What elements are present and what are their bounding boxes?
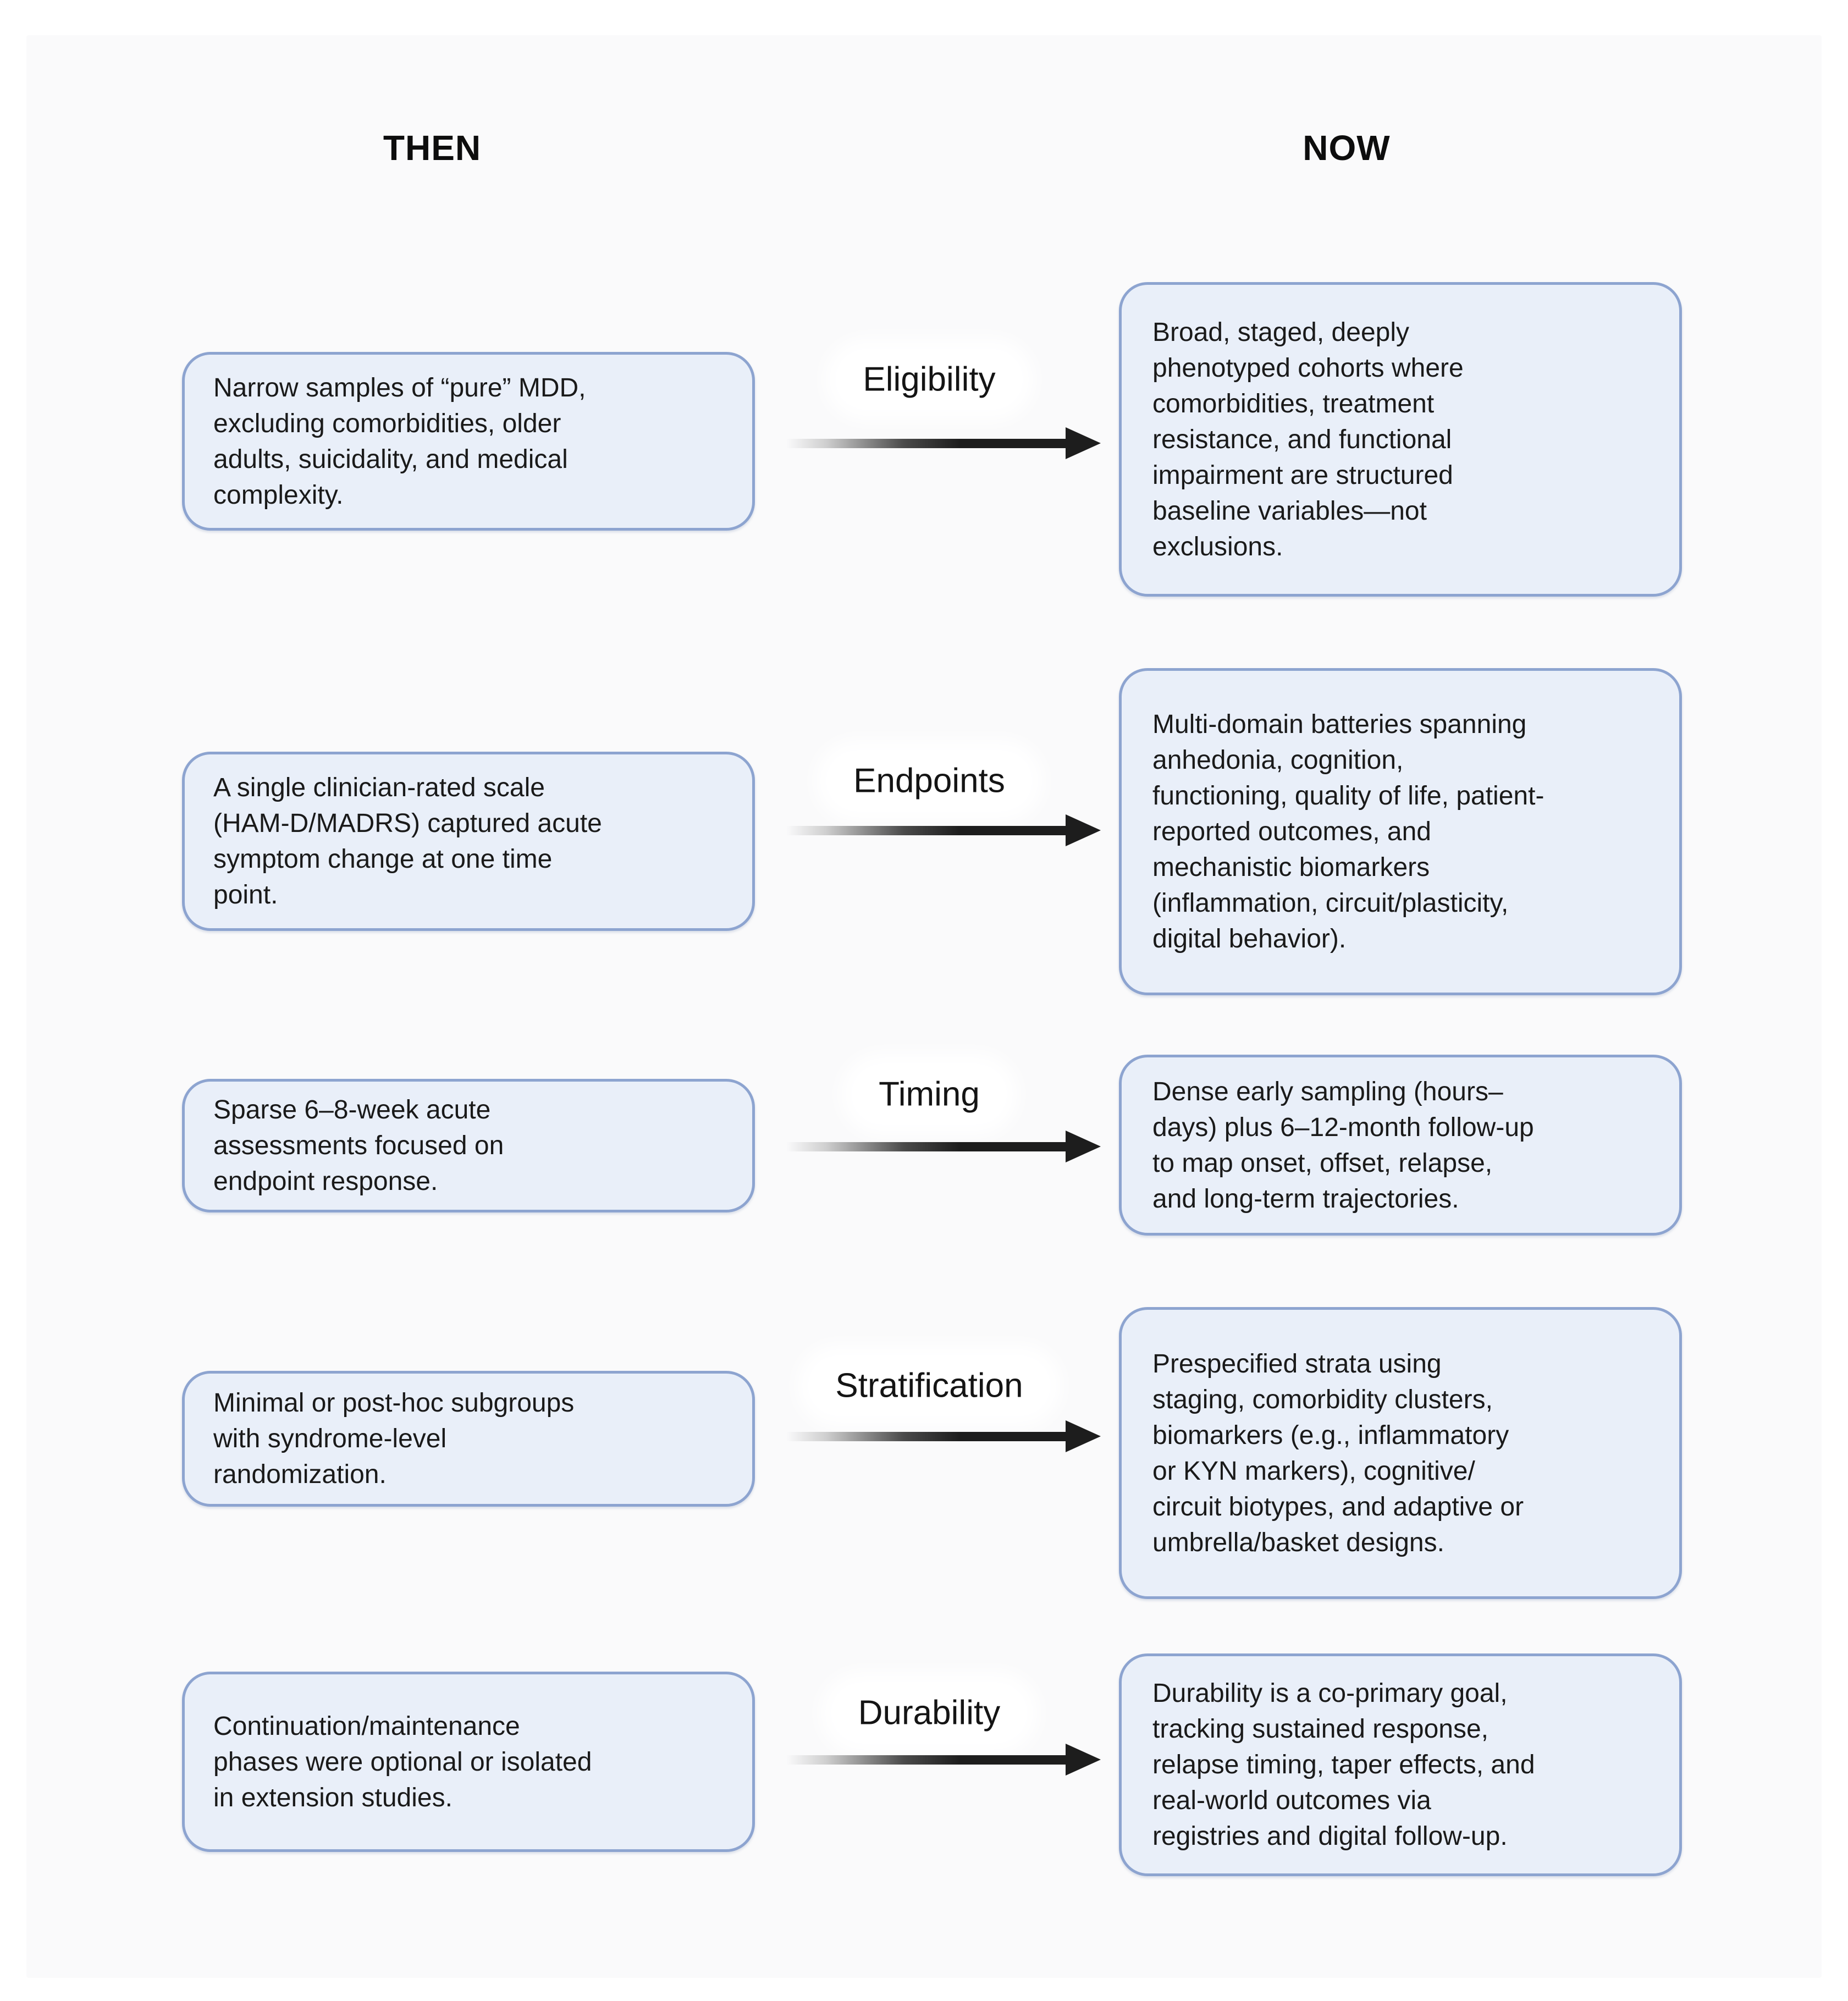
row-label-text: Timing	[853, 1066, 1005, 1123]
arrow-head	[1066, 814, 1101, 846]
now-box-text: Dense early sampling (hours– days) plus …	[1152, 1077, 1534, 1214]
then-box-text: Continuation/maintenance phases were opt…	[213, 1711, 592, 1812]
arrow-head	[1066, 1131, 1101, 1162]
arrow-head	[1066, 427, 1101, 459]
now-box: Durability is a co-primary goal, trackin…	[1119, 1653, 1682, 1876]
then-box-text: A single clinician-rated scale (HAM-D/MA…	[213, 773, 602, 909]
right-arrow-icon	[786, 814, 1101, 847]
now-box-text: Prespecified strata using staging, comor…	[1152, 1349, 1524, 1557]
column-header-then: THEN	[383, 128, 482, 168]
now-box-text: Durability is a co-primary goal, trackin…	[1152, 1679, 1535, 1851]
then-box: Narrow samples of “pure” MDD, excluding …	[182, 352, 755, 531]
arrow-shaft	[786, 1142, 1067, 1151]
arrow-head	[1066, 1420, 1101, 1452]
row-label: Stratification	[763, 1357, 1095, 1414]
column-header-now: NOW	[1303, 128, 1391, 168]
now-box-text: Broad, staged, deeply phenotyped cohorts…	[1152, 317, 1464, 561]
then-box-text: Narrow samples of “pure” MDD, excluding …	[213, 373, 586, 510]
now-box: Prespecified strata using staging, comor…	[1119, 1307, 1682, 1599]
then-box: Sparse 6–8-week acute assessments focuse…	[182, 1079, 755, 1212]
arrow-shaft	[786, 825, 1067, 835]
row-label: Endpoints	[763, 752, 1095, 809]
arrow-shaft	[786, 1755, 1067, 1765]
then-box: Continuation/maintenance phases were opt…	[182, 1672, 755, 1852]
arrow-shaft	[786, 438, 1067, 448]
row-label: Eligibility	[763, 351, 1095, 408]
now-box: Multi-domain batteries spanning anhedoni…	[1119, 668, 1682, 995]
row-label-text: Stratification	[810, 1357, 1049, 1414]
then-box: A single clinician-rated scale (HAM-D/MA…	[182, 752, 755, 931]
row-label: Durability	[763, 1684, 1095, 1741]
now-box: Dense early sampling (hours– days) plus …	[1119, 1055, 1682, 1236]
right-arrow-icon	[786, 427, 1101, 460]
then-box: Minimal or post-hoc subgroups with syndr…	[182, 1371, 755, 1507]
then-box-text: Minimal or post-hoc subgroups with syndr…	[213, 1388, 575, 1489]
row-label-text: Eligibility	[837, 351, 1021, 408]
row-label-text: Endpoints	[828, 752, 1030, 809]
right-arrow-icon	[786, 1420, 1101, 1453]
right-arrow-icon	[786, 1130, 1101, 1163]
now-box: Broad, staged, deeply phenotyped cohorts…	[1119, 282, 1682, 597]
then-box-text: Sparse 6–8-week acute assessments focuse…	[213, 1095, 504, 1196]
now-box-text: Multi-domain batteries spanning anhedoni…	[1152, 710, 1544, 953]
row-label-text: Durability	[832, 1684, 1026, 1741]
right-arrow-icon	[786, 1743, 1101, 1776]
arrow-head	[1066, 1744, 1101, 1776]
row-label: Timing	[763, 1066, 1095, 1123]
arrow-shaft	[786, 1431, 1067, 1441]
